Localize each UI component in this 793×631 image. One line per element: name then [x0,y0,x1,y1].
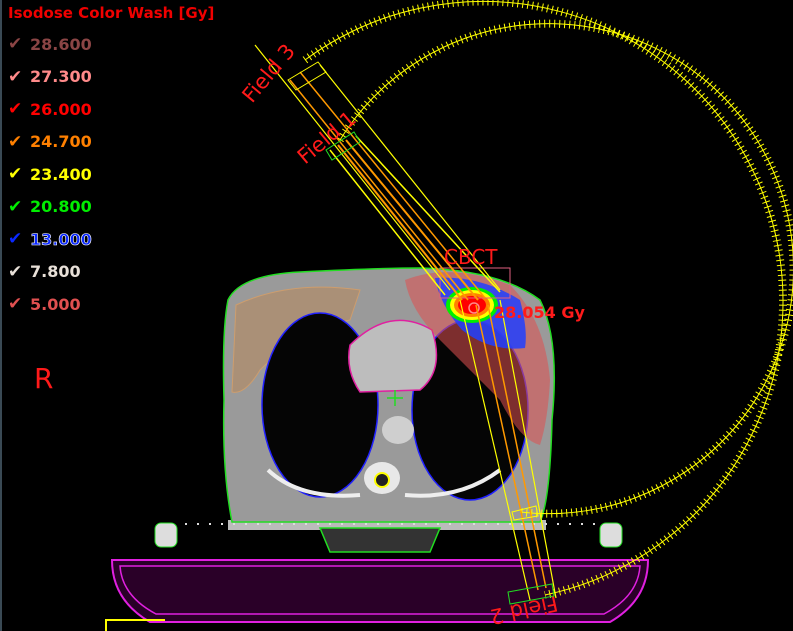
checkmark-icon[interactable]: ✔ [8,294,23,315]
isodose-level-value: 13.000 [30,229,92,249]
isodose-level-value: 27.300 [30,67,92,87]
legend-title: Isodose Color Wash [Gy] [8,4,215,22]
isodose-level-value: 24.700 [30,132,92,152]
isodose-level-item[interactable]: ✔ 13.000 [8,223,214,256]
checkmark-icon[interactable]: ✔ [8,66,23,87]
checkmark-icon[interactable]: ✔ [8,164,23,185]
cbct-outline [439,267,511,299]
checkmark-icon[interactable]: ✔ [8,261,23,282]
isodose-level-item[interactable]: ✔ 20.800 [8,191,214,224]
isodose-level-value: 26.000 [30,99,92,119]
isodose-level-value: 23.400 [30,164,92,184]
treatment-couch [105,559,650,631]
checkmark-icon[interactable]: ✔ [8,99,23,120]
gantry-arc-outer [302,0,787,599]
isodose-level-value: 20.800 [30,197,92,217]
checkmark-icon[interactable]: ✔ [8,131,23,152]
gantry-arc-inner [336,19,793,518]
viewport-border [0,0,2,631]
cbct-label[interactable]: CBCT [444,245,498,269]
orientation-label-right: R [34,362,54,395]
isodose-level-item[interactable]: ✔ 28.600 [8,28,214,61]
isodose-legend: Isodose Color Wash [Gy] ✔ 28.600 ✔ 27.300 ✔ 2… [8,4,214,321]
isodose-level-value: 7.800 [30,262,81,282]
beam-field-2 [459,299,557,605]
field-3-label[interactable]: Field 3 [237,39,299,107]
isodose-level-value: 28.600 [30,34,92,54]
isodose-level-item[interactable]: ✔ 7.800 [8,256,214,289]
beam-field-3 [254,44,501,301]
isodose-level-value: 5.000 [30,294,81,314]
isodose-level-item[interactable]: ✔ 27.300 [8,61,214,94]
isodose-level-item[interactable]: ✔ 24.700 [8,126,214,159]
couch-supports [154,520,623,553]
isodose-level-item[interactable]: ✔ 5.000 [8,288,214,321]
dose-readout: 28.054 Gy [494,303,585,322]
checkmark-icon[interactable]: ✔ [8,34,23,55]
checkmark-icon[interactable]: ✔ [8,229,23,250]
beam-field-1 [325,131,501,301]
isodose-level-item[interactable]: ✔ 23.400 [8,158,214,191]
checkmark-icon[interactable]: ✔ [8,196,23,217]
isodose-level-item[interactable]: ✔ 26.000 [8,93,214,126]
